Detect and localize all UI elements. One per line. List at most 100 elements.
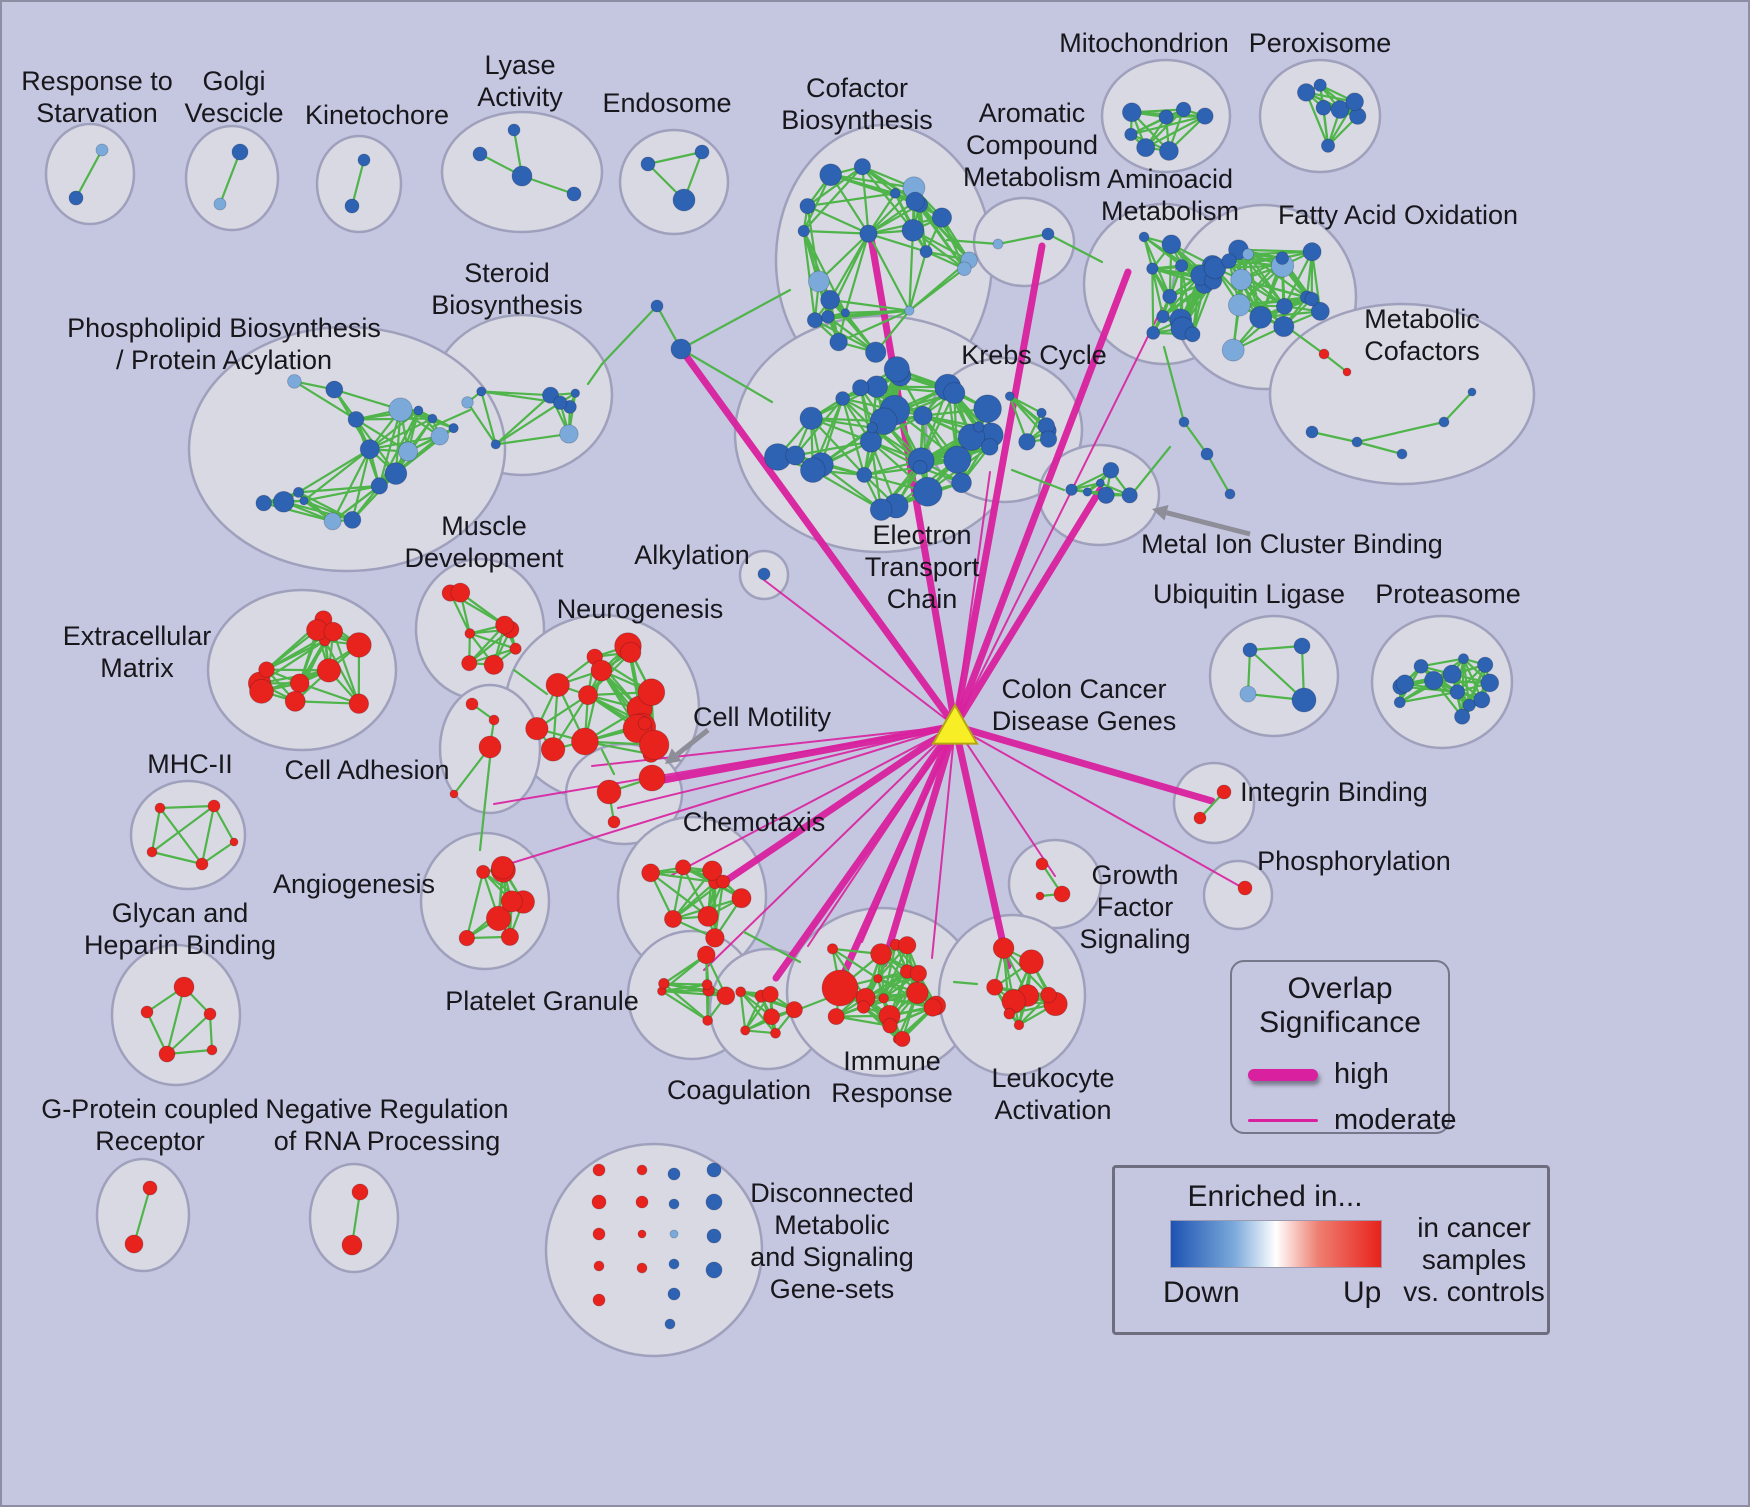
- gene-set-node: [272, 491, 295, 513]
- gene-set-node: [195, 857, 209, 871]
- gene-set-node: [472, 146, 488, 162]
- enrichment-note: in cancer samples vs. controls: [1403, 1212, 1545, 1308]
- gene-set-edge: [165, 985, 186, 1056]
- gene-set-node: [1275, 297, 1293, 315]
- significance-edge-moderate: [501, 725, 956, 867]
- gene-set-node: [1053, 885, 1071, 903]
- gene-set-edge: [806, 204, 870, 235]
- inter-cluster-edge: [1162, 345, 1186, 424]
- gene-set-node: [866, 421, 878, 434]
- gene-set-edge: [494, 432, 571, 446]
- gene-set-node: [450, 582, 471, 603]
- inter-cluster-edge: [600, 304, 659, 366]
- gene-set-edge: [351, 448, 371, 521]
- cluster-proteasome-label: Proteasome: [1375, 579, 1521, 609]
- gene-set-edge: [302, 484, 381, 502]
- gene-set-node: [359, 439, 380, 460]
- gene-set-node: [461, 655, 478, 672]
- cluster-golgi-vescicle-bubble: [184, 124, 280, 232]
- gene-set-node: [716, 986, 736, 1006]
- gene-set-node: [449, 789, 459, 799]
- gene-set-node: [1124, 127, 1138, 142]
- gene-set-node: [637, 716, 652, 731]
- gene-set-edge: [908, 267, 966, 312]
- gene-set-edge: [480, 390, 497, 446]
- gene-set-edge: [298, 682, 360, 705]
- gene-set-node: [213, 197, 227, 211]
- gene-set-node: [905, 191, 925, 212]
- gene-set-node: [500, 927, 519, 946]
- pointer-arrow-line: [1165, 510, 1251, 537]
- cluster-phospholipid-biosynthesis-label: Phospholipid Biosynthesis/ Protein Acyla…: [67, 313, 381, 375]
- gene-set-node: [1097, 486, 1115, 504]
- gene-set-node: [901, 218, 925, 242]
- gene-set-node: [490, 439, 501, 450]
- gene-set-edge: [1462, 657, 1471, 707]
- gene-set-node: [229, 837, 239, 847]
- gene-set-node: [852, 379, 870, 397]
- gene-set-edge: [867, 232, 911, 312]
- gene-set-edge: [331, 448, 371, 523]
- significance-edge-moderate: [931, 725, 956, 959]
- gene-set-node: [943, 445, 972, 474]
- gene-set-node: [716, 874, 731, 889]
- significance-edge-moderate: [954, 471, 991, 727]
- gene-set-node: [835, 391, 851, 406]
- inter-cluster-edge: [478, 756, 492, 852]
- cluster-neurogenesis-label: Neurogenesis: [557, 594, 724, 624]
- gene-set-edge: [841, 397, 866, 477]
- gene-set-node: [590, 659, 613, 682]
- gene-set-node: [413, 405, 424, 416]
- gene-set-edge: [208, 1012, 214, 1052]
- gene-set-node: [785, 1001, 803, 1019]
- gene-set-node: [540, 737, 566, 762]
- gene-set-node: [592, 1227, 606, 1241]
- gene-set-node: [761, 985, 779, 1003]
- gene-set-node: [638, 764, 666, 792]
- gene-set-node: [931, 207, 953, 228]
- gene-set-node: [592, 1163, 606, 1177]
- gene-set-node: [1175, 101, 1192, 118]
- gene-set-node: [672, 188, 696, 212]
- gene-set-node: [140, 1005, 154, 1019]
- gene-set-node: [255, 494, 272, 512]
- gene-set-node: [448, 423, 459, 434]
- inter-cluster-edge: [430, 408, 472, 429]
- inter-cluster-edge: [1010, 468, 1066, 492]
- gene-set-node: [873, 973, 883, 984]
- gene-set-node: [870, 943, 892, 965]
- gene-set-edge: [1227, 257, 1284, 263]
- cluster-ubiquitin-ligase-bubble: [1208, 614, 1340, 738]
- gene-set-node: [637, 678, 666, 706]
- gene-set-node: [1449, 684, 1466, 700]
- gene-set-node: [323, 512, 342, 531]
- gene-set-node: [571, 727, 599, 756]
- gene-set-node: [525, 717, 549, 741]
- gene-set-node: [1458, 653, 1469, 665]
- gene-set-node: [509, 642, 522, 655]
- gene-set-node: [705, 1193, 723, 1211]
- gene-set-node: [829, 332, 848, 352]
- gene-set-node: [490, 855, 515, 880]
- gene-set-node: [757, 567, 771, 581]
- cluster-mitochondrion-label: Mitochondrion: [1059, 28, 1229, 58]
- gene-set-node: [1018, 949, 1044, 975]
- gene-set-edge: [861, 165, 915, 232]
- enrichment-note-line3: vs. controls: [1403, 1276, 1545, 1307]
- gene-set-node: [1345, 92, 1364, 111]
- moderate-significance-line-swatch: [1248, 1119, 1318, 1122]
- gene-set-node: [1442, 664, 1462, 684]
- gene-set-node: [697, 905, 719, 927]
- gene-set-edge: [817, 232, 870, 283]
- cluster-coagulation-label: Coagulation: [667, 1075, 811, 1105]
- gene-set-node: [316, 658, 342, 683]
- gene-set-node: [763, 1008, 781, 1026]
- gene-set-edge: [1442, 390, 1474, 424]
- gene-set-node: [1351, 436, 1363, 448]
- gene-set-node: [912, 460, 928, 475]
- gene-set-edge: [829, 232, 870, 301]
- gene-set-edge: [914, 200, 966, 270]
- gene-set-node: [1423, 670, 1444, 691]
